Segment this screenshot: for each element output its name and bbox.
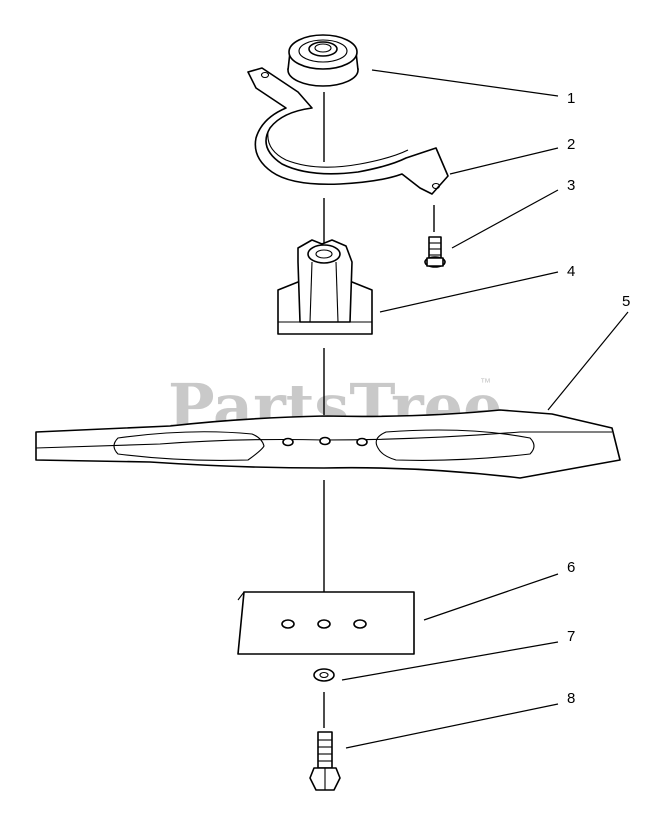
callout-2: 2 <box>567 136 575 153</box>
mower-blade <box>35 409 621 479</box>
washer <box>313 668 335 682</box>
blade-adapter <box>277 239 373 335</box>
callout-5: 5 <box>622 293 630 310</box>
shoulder-bolt <box>424 236 446 268</box>
callout-3: 3 <box>567 177 575 194</box>
callout-4: 4 <box>567 263 575 280</box>
blade-stiffener <box>237 591 415 655</box>
blade-bolt <box>309 731 341 791</box>
callout-6: 6 <box>567 559 575 576</box>
watermark-trademark: ™ <box>480 377 491 389</box>
leader-lines <box>341 69 629 749</box>
callouts: 1 2 3 4 5 6 7 8 <box>567 90 630 707</box>
callout-8: 8 <box>567 690 575 707</box>
callout-7: 7 <box>567 628 575 645</box>
callout-1: 1 <box>567 90 575 107</box>
idler-arm <box>247 67 449 195</box>
idler-pulley <box>287 34 359 87</box>
